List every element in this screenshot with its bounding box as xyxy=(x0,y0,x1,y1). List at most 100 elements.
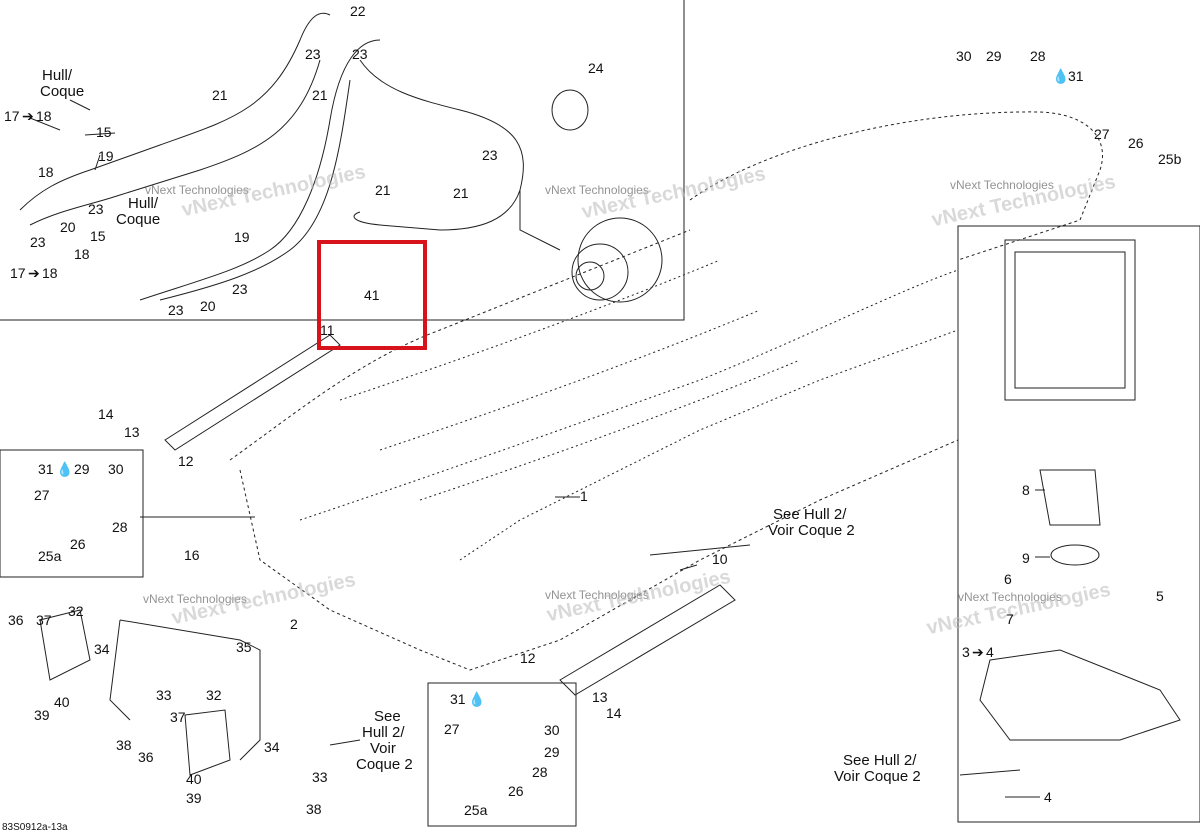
oil-drop-icon: 💧 xyxy=(468,691,486,707)
voir-note: Voir xyxy=(370,740,396,757)
hull-label: Hull/ xyxy=(42,67,73,84)
callout-39: 39 xyxy=(34,707,50,723)
callout-20: 20 xyxy=(200,298,216,314)
coque-label: Coque xyxy=(40,83,85,100)
document-code: 83S0912a-13a xyxy=(2,822,68,833)
hull-label: Hull/ xyxy=(128,195,159,212)
callout-25a: 25a xyxy=(38,548,62,564)
callout-19: 19 xyxy=(234,229,250,245)
callout-30: 30 xyxy=(108,461,124,477)
callout-36: 36 xyxy=(138,749,154,765)
callout-12: 12 xyxy=(520,650,536,666)
callout-8: 8 xyxy=(1022,482,1030,498)
callout-31: 31 xyxy=(38,461,54,477)
callout-32: 32 xyxy=(206,687,222,703)
callout-39: 39 xyxy=(186,790,202,806)
callout-20: 20 xyxy=(60,219,76,235)
oil-drop-icon: 💧 xyxy=(56,461,74,477)
callout-10: 10 xyxy=(712,551,728,567)
callout-18: 18 xyxy=(38,164,54,180)
callout-23: 23 xyxy=(352,46,368,62)
callout-7: 7 xyxy=(1006,611,1014,627)
voir-coque-2-note: Voir Coque 2 xyxy=(834,768,921,785)
callout-22: 22 xyxy=(350,3,366,19)
callout-25a: 25a xyxy=(464,802,488,818)
callout-30: 30 xyxy=(956,48,972,64)
arrow-icon: ➔ xyxy=(972,644,984,660)
see-hull-2-note: See Hull 2/ xyxy=(773,506,847,523)
callout-37: 37 xyxy=(36,612,52,628)
watermark: vNext Technologies xyxy=(958,590,1062,604)
watermark: vNext Technologies xyxy=(145,183,249,197)
callout-28: 28 xyxy=(112,519,128,535)
callout-5: 5 xyxy=(1156,588,1164,604)
top-inset-border xyxy=(0,0,685,321)
watermark: vNext Technologies xyxy=(143,592,247,606)
callout-23: 23 xyxy=(88,201,104,217)
callout-27: 27 xyxy=(1094,126,1110,142)
callout-33: 33 xyxy=(312,769,328,785)
callout-23: 23 xyxy=(30,234,46,250)
callout-21: 21 xyxy=(212,87,228,103)
callout-2: 2 xyxy=(290,616,298,632)
arrow-icon: ➔ xyxy=(28,265,40,281)
arrow-icon: ➔ xyxy=(22,108,34,124)
callout-28: 28 xyxy=(1030,48,1046,64)
callout-9: 9 xyxy=(1022,550,1030,566)
callout-17: 17 xyxy=(4,108,20,124)
callout-35: 35 xyxy=(236,639,252,655)
callout-30: 30 xyxy=(544,722,560,738)
callout-3: 3 xyxy=(962,644,970,660)
highlight-box-part-41 xyxy=(317,240,427,350)
callout-34: 34 xyxy=(94,641,110,657)
callout-14: 14 xyxy=(98,406,114,422)
callout-18: 18 xyxy=(74,246,90,262)
callout-38: 38 xyxy=(116,737,132,753)
watermark: vNext Technologies xyxy=(545,588,649,602)
callout-26: 26 xyxy=(70,536,86,552)
callout-29: 29 xyxy=(544,744,560,760)
see-note: See xyxy=(374,708,401,725)
callout-32: 32 xyxy=(68,603,84,619)
callout-11: 11 xyxy=(320,322,335,338)
callout-41: 41 xyxy=(364,287,380,303)
callout-31: 31 xyxy=(450,691,466,707)
callout-21: 21 xyxy=(375,182,391,198)
callout-27: 27 xyxy=(444,721,460,737)
callout-4: 4 xyxy=(1044,789,1052,805)
callout-15: 15 xyxy=(90,228,106,244)
left-inset-border xyxy=(0,449,144,578)
coque-2-note: Coque 2 xyxy=(356,756,413,773)
callout-27: 27 xyxy=(34,487,50,503)
callout-13: 13 xyxy=(124,424,140,440)
callout-36: 36 xyxy=(8,612,24,628)
bottom-inset-border xyxy=(427,682,577,827)
callout-21: 21 xyxy=(453,185,469,201)
callout-12: 12 xyxy=(178,453,194,469)
see-hull-2-note: See Hull 2/ xyxy=(843,752,917,769)
callout-31: 31 xyxy=(1068,68,1084,84)
watermark: vNext Technologies xyxy=(545,183,649,197)
callout-13: 13 xyxy=(592,689,608,705)
callout-18: 18 xyxy=(36,108,52,124)
callout-23: 23 xyxy=(305,46,321,62)
callout-21: 21 xyxy=(312,87,328,103)
callout-26: 26 xyxy=(508,783,524,799)
callout-25b: 25b xyxy=(1158,151,1182,167)
callout-6: 6 xyxy=(1004,571,1012,587)
callout-15: 15 xyxy=(96,124,112,140)
callout-29: 29 xyxy=(74,461,90,477)
callout-23: 23 xyxy=(168,302,184,318)
callout-40: 40 xyxy=(54,694,70,710)
callout-23: 23 xyxy=(232,281,248,297)
callout-18: 18 xyxy=(42,265,58,281)
callout-17: 17 xyxy=(10,265,26,281)
callout-19: 19 xyxy=(98,148,114,164)
coque-label: Coque xyxy=(116,211,161,228)
callout-16: 16 xyxy=(184,547,200,563)
callout-4: 4 xyxy=(986,644,994,660)
watermark: vNext Technologies xyxy=(950,178,1054,192)
right-inset-border xyxy=(957,225,1200,823)
